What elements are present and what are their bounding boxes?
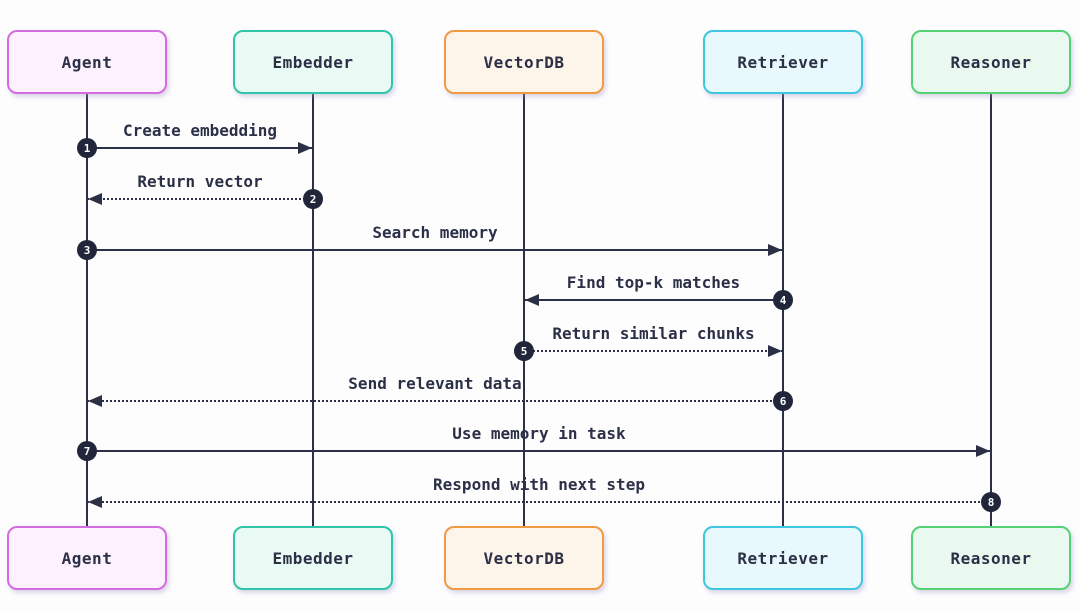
message-number-badge-1: 1 bbox=[77, 138, 97, 158]
message-number-badge-8: 8 bbox=[981, 492, 1001, 512]
message-line-6 bbox=[87, 400, 783, 402]
actor-label-embedder-bottom: Embedder bbox=[272, 548, 354, 568]
actor-box-vectordb-top: VectorDB bbox=[444, 30, 604, 94]
message-number-badge-5: 5 bbox=[514, 341, 534, 361]
message-number-badge-7: 7 bbox=[77, 441, 97, 461]
arrowhead-icon-2 bbox=[88, 193, 102, 205]
actor-label-vectordb-bottom: VectorDB bbox=[483, 548, 565, 568]
arrowhead-icon-7 bbox=[976, 445, 990, 457]
message-line-2 bbox=[87, 198, 313, 200]
message-line-3 bbox=[87, 249, 783, 251]
actor-box-agent-top: Agent bbox=[7, 30, 167, 94]
lifeline-embedder bbox=[312, 94, 314, 528]
arrowhead-icon-6 bbox=[88, 395, 102, 407]
lifeline-vectordb bbox=[523, 94, 525, 528]
actor-box-retriever-bottom: Retriever bbox=[703, 526, 863, 590]
actor-box-embedder-bottom: Embedder bbox=[233, 526, 393, 590]
actor-box-vectordb-bottom: VectorDB bbox=[444, 526, 604, 590]
message-label-6: Send relevant data bbox=[348, 374, 522, 393]
message-line-8 bbox=[87, 501, 991, 503]
message-label-8: Respond with next step bbox=[433, 475, 645, 494]
message-label-1: Create embedding bbox=[122, 121, 278, 140]
message-line-5 bbox=[524, 350, 783, 352]
actor-box-retriever-top: Retriever bbox=[703, 30, 863, 94]
message-number-badge-4: 4 bbox=[773, 290, 793, 310]
message-number-badge-3: 3 bbox=[77, 240, 97, 260]
arrowhead-icon-5 bbox=[768, 345, 782, 357]
arrowhead-icon-1 bbox=[298, 142, 312, 154]
actor-label-retriever-bottom: Retriever bbox=[737, 548, 829, 568]
actor-box-embedder-top: Embedder bbox=[233, 30, 393, 94]
actor-box-reasoner-top: Reasoner bbox=[911, 30, 1071, 94]
message-number-badge-2: 2 bbox=[303, 189, 323, 209]
actor-label-reasoner-bottom: Reasoner bbox=[950, 548, 1032, 568]
actor-box-reasoner-bottom: Reasoner bbox=[911, 526, 1071, 590]
message-line-4 bbox=[524, 299, 783, 301]
message-label-4: Find top-k matches bbox=[566, 273, 741, 292]
actor-label-reasoner-top: Reasoner bbox=[950, 52, 1032, 72]
lifeline-retriever bbox=[782, 94, 784, 528]
message-label-7: Use memory in task bbox=[452, 424, 626, 443]
arrowhead-icon-3 bbox=[768, 244, 782, 256]
actor-label-agent-top: Agent bbox=[61, 52, 113, 72]
lifeline-agent bbox=[86, 94, 88, 528]
message-line-7 bbox=[87, 450, 991, 452]
actor-label-embedder-top: Embedder bbox=[272, 52, 354, 72]
actor-label-vectordb-top: VectorDB bbox=[483, 52, 565, 72]
actor-box-agent-bottom: Agent bbox=[7, 526, 167, 590]
arrowhead-icon-4 bbox=[525, 294, 539, 306]
message-label-5: Return similar chunks bbox=[552, 324, 755, 343]
message-line-1 bbox=[87, 147, 313, 149]
message-label-3: Search memory bbox=[372, 223, 498, 242]
message-label-2: Return vector bbox=[137, 172, 263, 191]
actor-label-retriever-top: Retriever bbox=[737, 52, 829, 72]
lifeline-reasoner bbox=[990, 94, 992, 528]
message-number-badge-6: 6 bbox=[773, 391, 793, 411]
arrowhead-icon-8 bbox=[88, 496, 102, 508]
actor-label-agent-bottom: Agent bbox=[61, 548, 113, 568]
